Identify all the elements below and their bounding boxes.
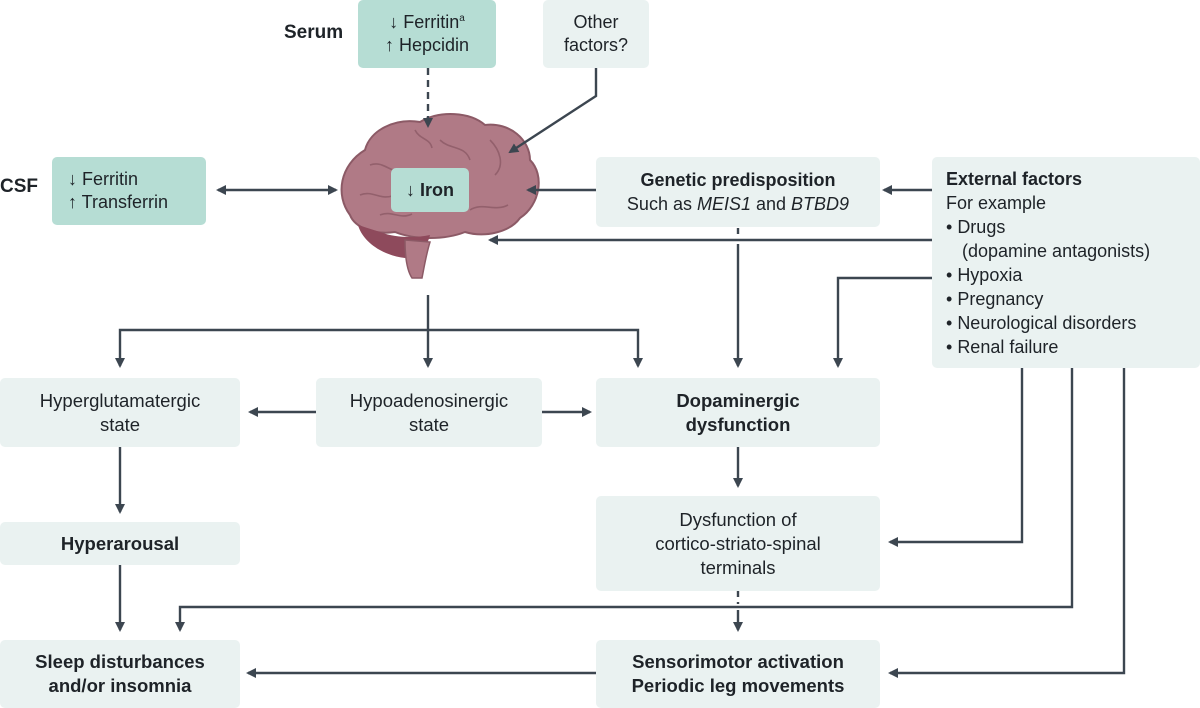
sleep-line2: and/or insomnia — [48, 675, 192, 696]
arrow-other-factors-to-brain — [508, 68, 598, 154]
csf-ferritin: ↓ Ferritin — [68, 169, 139, 189]
other-factors-box: Other factors? — [543, 0, 649, 68]
external-item-neurological: • Neurological disorders — [946, 313, 1137, 333]
iron-box: ↓ Iron — [391, 168, 469, 212]
csf-transferrin: ↑ Transferrin — [68, 192, 169, 212]
external-item-drugs-detail: (dopamine antagonists) — [962, 241, 1151, 261]
genetic-examples: Such as MEIS1 and BTBD9 — [626, 194, 850, 214]
arrow-brain-to-dopaminergic — [428, 328, 643, 368]
cortico-line2: cortico-striato-spinal — [655, 532, 821, 554]
cortico-line1: Dysfunction of — [679, 508, 797, 530]
iron-label: ↓ Iron — [406, 180, 454, 200]
hypoadenosinergic-line2: state — [408, 413, 450, 435]
sensorimotor-box: Sensorimotor activation Periodic leg mov… — [596, 640, 880, 708]
external-title: External factors — [946, 169, 1083, 189]
serum-ferritin: ↓ Ferritina — [389, 12, 465, 32]
sensorimotor-line1: Sensorimotor activation — [632, 651, 844, 672]
serum-label: Serum — [284, 22, 344, 43]
sleep-line1: Sleep disturbances — [35, 651, 205, 672]
external-factors-box: External factors For example • Drugs (do… — [932, 157, 1200, 368]
brain-stem — [404, 239, 431, 279]
hyperglutamatergic-line2: state — [99, 413, 141, 435]
external-item-drugs: • Drugs — [946, 217, 1006, 237]
serum-box: ↓ Ferritina ↑ Hepcidin — [358, 0, 496, 68]
hyperarousal-box: Hyperarousal — [0, 522, 240, 565]
genetic-predisposition-box: Genetic predisposition Such as MEIS1 and… — [596, 157, 880, 227]
sleep-disturbances-box: Sleep disturbances and/or insomnia — [0, 640, 240, 708]
arrow-external-to-cortico — [888, 368, 1024, 547]
arrow-external-to-sensorimotor — [888, 368, 1126, 678]
arrow-brain-to-hyperglutamatergic — [115, 328, 428, 368]
hyperglutamatergic-line1: Hyperglutamatergic — [39, 389, 201, 411]
external-subtitle: For example — [946, 193, 1047, 213]
other-factors-line1: Other — [573, 12, 619, 32]
arrow-external-to-dopaminergic — [833, 276, 932, 368]
gene-btbd9: BTBD9 — [791, 194, 850, 214]
external-item-renal: • Renal failure — [946, 337, 1059, 357]
genetic-title: Genetic predisposition — [640, 170, 836, 190]
csf-label: CSF — [0, 176, 38, 197]
arrow-external-to-sleep — [175, 368, 1074, 632]
external-item-pregnancy: • Pregnancy — [946, 289, 1044, 309]
gene-meis1: MEIS1 — [696, 194, 751, 214]
cortico-line3: terminals — [700, 556, 776, 578]
dopaminergic-line2: dysfunction — [685, 413, 791, 435]
hypoadenosinergic-box: Hypoadenosinergic state — [316, 378, 542, 447]
other-factors-line2: factors? — [563, 35, 629, 55]
csf-box: ↓ Ferritin ↑ Transferrin — [52, 157, 206, 225]
hyperarousal-label: Hyperarousal — [60, 532, 180, 554]
dopaminergic-line1: Dopaminergic — [676, 389, 800, 411]
serum-hepcidin: ↑ Hepcidin — [384, 35, 470, 55]
external-item-hypoxia: • Hypoxia — [946, 265, 1023, 285]
dopaminergic-box: Dopaminergic dysfunction — [596, 378, 880, 447]
cortico-striato-spinal-box: Dysfunction of cortico-striato-spinal te… — [596, 496, 880, 591]
hyperglutamatergic-box: Hyperglutamatergic state — [0, 378, 240, 447]
hypoadenosinergic-line1: Hypoadenosinergic — [349, 389, 509, 411]
sensorimotor-line2: Periodic leg movements — [631, 675, 845, 696]
